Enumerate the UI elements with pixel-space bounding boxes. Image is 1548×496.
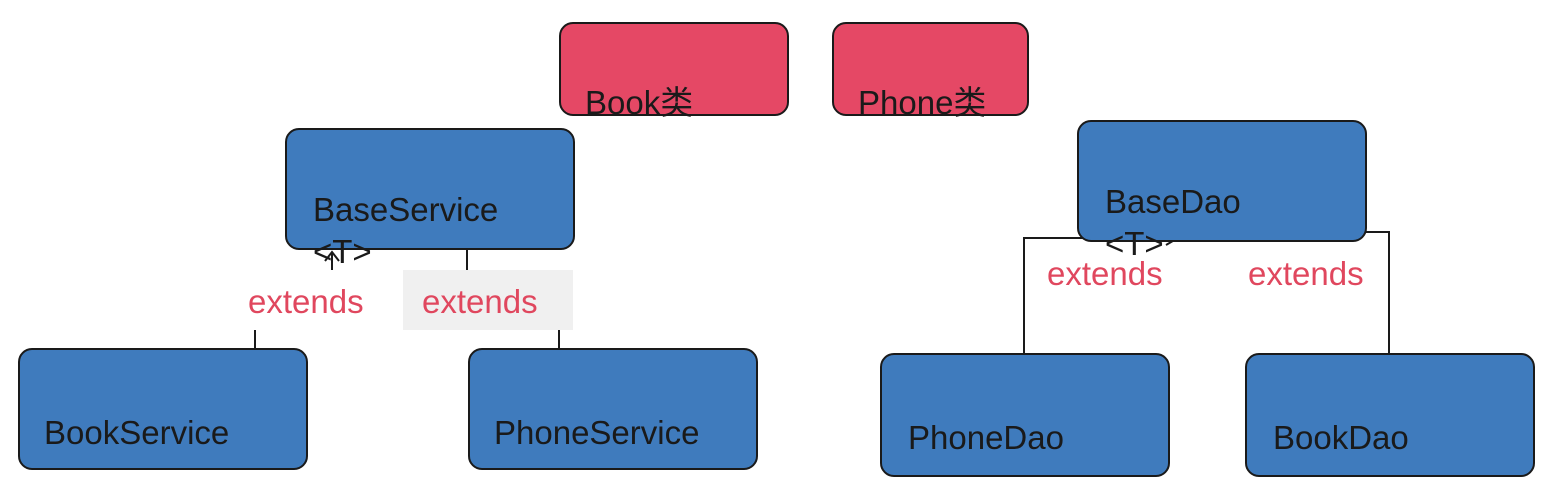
- baseservice-label: BaseService <T>: [313, 191, 499, 270]
- baseservice-box: BaseService <T>: [285, 128, 575, 270]
- bookdao-box: BookDao: [1245, 353, 1535, 477]
- bookservice-label: BookService: [44, 414, 230, 451]
- bookdao-label: BookDao: [1273, 419, 1409, 456]
- basedao-box: BaseDao <T>: [1077, 120, 1367, 262]
- phoneservice-box: PhoneService: [468, 348, 758, 470]
- basedao-label: BaseDao <T>: [1105, 183, 1241, 262]
- phonedao-extends-label: extends: [1047, 255, 1163, 292]
- phoneservice-extends-label: extends: [422, 283, 538, 320]
- phonedao-box: PhoneDao: [880, 353, 1170, 477]
- extends-highlight: [403, 270, 573, 330]
- phone-class-label: Phone类: [858, 84, 987, 121]
- phoneservice-label: PhoneService: [494, 414, 700, 451]
- book-class-box: Book类: [559, 22, 789, 121]
- bookservice-extends-label: extends: [248, 283, 364, 320]
- phonedao-label: PhoneDao: [908, 419, 1064, 456]
- phone-class-box: Phone类: [832, 22, 1029, 121]
- bookdao-extends-label: extends: [1248, 255, 1364, 292]
- bookservice-box: BookService: [18, 348, 308, 470]
- book-class-label: Book类: [585, 84, 694, 121]
